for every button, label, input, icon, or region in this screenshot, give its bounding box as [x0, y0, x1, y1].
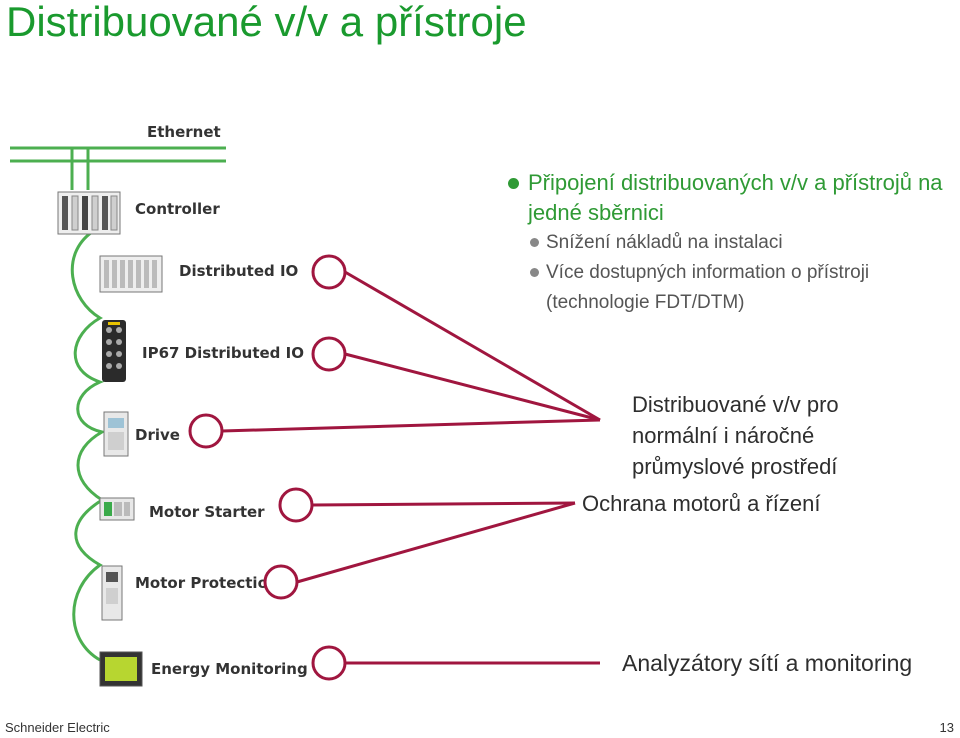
bullet-dot-icon	[530, 238, 539, 247]
callout-energy: Analyzátory sítí a monitoring	[622, 650, 913, 676]
main-bullet: Připojení distribuovaných v/v a přístroj…	[508, 168, 948, 228]
device-chain-cable	[70, 230, 107, 662]
ethernet-label: Ethernet	[147, 123, 221, 141]
page-title: Distribuované v/v a přístroje	[6, 0, 527, 45]
marker-drive	[188, 413, 224, 449]
callout-motors: Ochrana motorů a řízení	[582, 491, 821, 516]
marker-distributed-io	[311, 254, 347, 290]
sub-bullet: Snížení nákladů na instalaci	[508, 228, 948, 258]
distributed-io-icon	[99, 255, 163, 293]
bullet-dot-icon	[508, 178, 519, 189]
controller-label: Controller	[135, 200, 220, 218]
callout-connectors	[221, 270, 601, 665]
distributed-io-label: Distributed IO	[179, 262, 298, 280]
benefits-list: Připojení distribuovaných v/v a přístroj…	[508, 168, 948, 318]
drive-icon	[103, 411, 129, 457]
callout-industrial-2: normální i náročné	[632, 423, 815, 448]
motor-starter-label: Motor Starter	[149, 503, 265, 521]
marker-motor-protection	[263, 564, 299, 600]
marker-ip67-io	[311, 336, 347, 372]
controller-device-icon	[57, 191, 121, 235]
energy-meter-icon	[99, 651, 143, 687]
motor-starter-icon	[99, 497, 135, 521]
energy-monitoring-label: Energy Monitoring	[151, 660, 308, 678]
company-name: Schneider Electric	[5, 720, 110, 735]
callout-industrial-1: Distribuované v/v pro	[632, 392, 839, 417]
motor-protection-icon	[101, 565, 123, 621]
marker-energy-monitoring	[311, 645, 347, 681]
motor-protection-label: Motor Protection	[135, 574, 279, 592]
callout-industrial-3: průmyslové prostředí	[632, 454, 838, 479]
bullet-dot-icon	[530, 268, 539, 277]
ip67-io-icon	[102, 320, 126, 382]
page-number: 13	[939, 720, 954, 735]
callout-markers	[188, 254, 347, 681]
ip67-io-label: IP67 Distributed IO	[142, 344, 304, 362]
drive-label: Drive	[135, 426, 180, 444]
sub-bullet: Více dostupných information o přístroji …	[508, 258, 948, 318]
ethernet-bus	[10, 146, 226, 190]
marker-motor-starter	[278, 487, 314, 523]
